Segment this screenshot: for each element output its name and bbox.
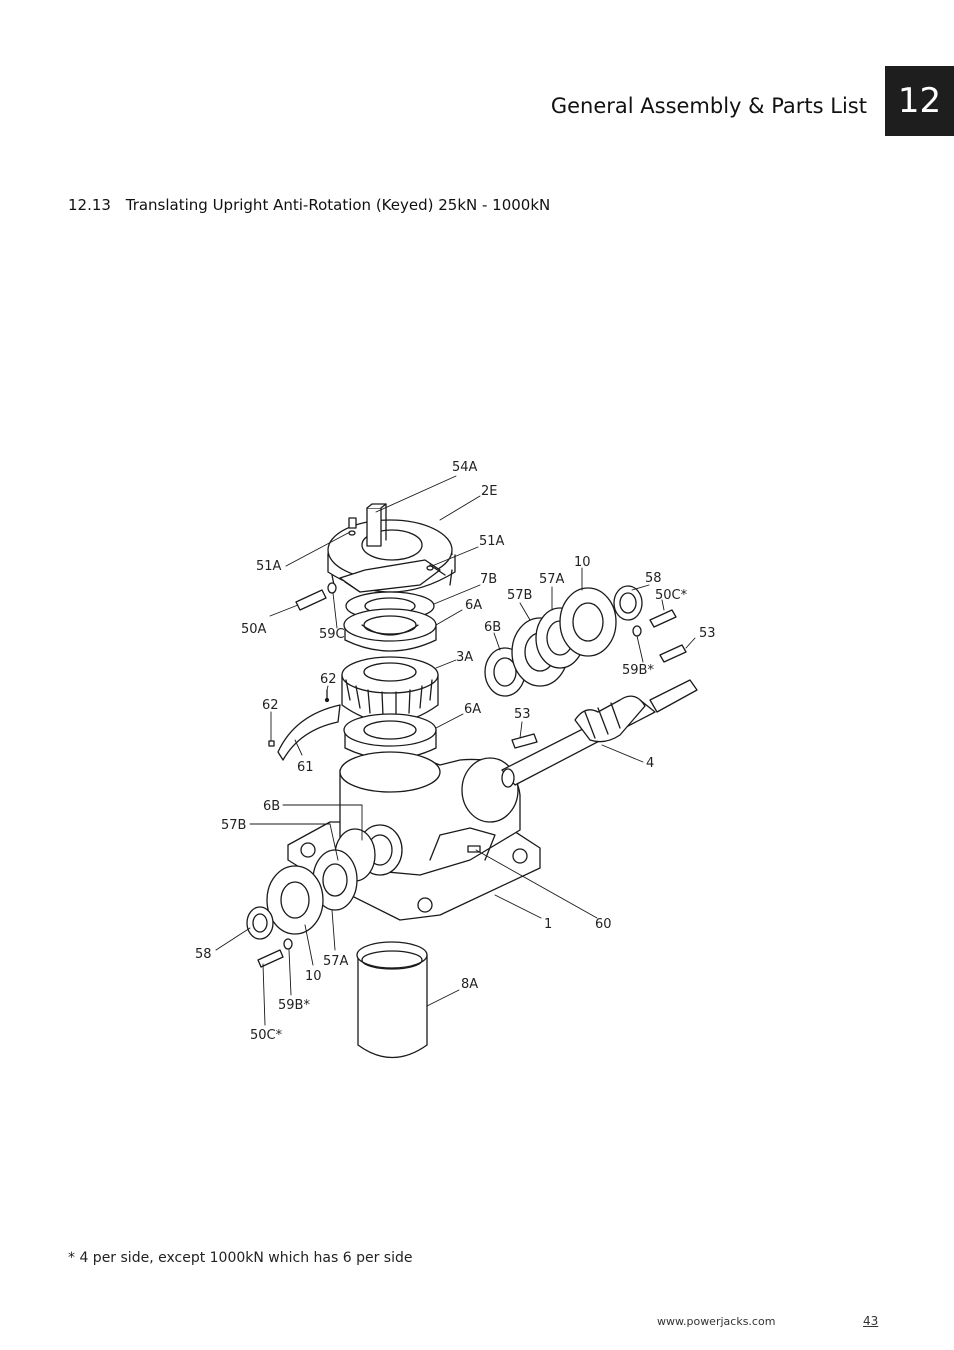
callout-53-mid: 53 [514, 707, 531, 722]
callout-6B-top: 6B [484, 620, 501, 635]
section-title: Translating Upright Anti-Rotation (Keyed… [125, 196, 551, 214]
callout-57B-left: 57B [221, 818, 246, 833]
callout-50A: 50A [241, 622, 267, 637]
section-heading: 12.13 Translating Upright Anti-Rotation … [68, 196, 550, 214]
key-53-mid [511, 733, 538, 749]
washer-59B-left [283, 938, 293, 950]
top-cover-part [327, 519, 456, 593]
callout-53-right: 53 [699, 626, 716, 641]
end-cover-10-left [266, 865, 324, 935]
callout-59B-top: 59B* [622, 663, 654, 678]
bearing-6A-lower [343, 713, 437, 760]
cap-screw-50C-right [649, 609, 677, 628]
callout-57A-bottom: 57A [323, 954, 349, 969]
key-54A-part [366, 503, 387, 547]
callout-60: 60 [595, 917, 612, 932]
footnote: * 4 per side, except 1000kN which has 6 … [68, 1250, 413, 1266]
callout-6A-mid: 6A [464, 702, 481, 717]
callout-1: 1 [544, 917, 552, 932]
callout-57B-top: 57B [507, 588, 532, 603]
callout-62-left: 62 [262, 698, 279, 713]
end-cover-10-right [559, 587, 617, 657]
callout-58-top: 58 [645, 571, 662, 586]
callout-51A-right: 51A [479, 534, 505, 549]
callout-10-bottom: 10 [305, 969, 322, 984]
chapter-tab: 12 [885, 66, 954, 136]
worm-gear-3A [341, 656, 439, 724]
bearing-6A-upper [343, 608, 437, 652]
shim-57A-left [312, 849, 358, 911]
section-number: 12.13 [68, 196, 111, 214]
oil-seal-58-right [613, 585, 643, 621]
pin-62-top [324, 689, 330, 703]
callout-51A-left: 51A [256, 559, 282, 574]
callout-54A: 54A [452, 460, 478, 475]
callout-59B-bottom: 59B* [278, 998, 310, 1013]
washer-59C [327, 582, 337, 594]
grub-screw-51A-right [426, 565, 434, 571]
callout-59C: 59C [319, 627, 345, 642]
callout-2E: 2E [481, 484, 498, 499]
washer-59B-right [632, 625, 642, 637]
callout-58-left: 58 [195, 947, 212, 962]
callout-50C-top: 50C* [655, 588, 688, 603]
footer-url: www.powerjacks.com [657, 1315, 776, 1328]
callout-7B: 7B [480, 572, 497, 587]
cover-tube-8A [356, 941, 428, 1058]
anti-rotation-strip-61 [277, 704, 341, 761]
pin-62-left [268, 740, 275, 747]
worm-shaft-part-4 [501, 679, 698, 788]
oil-seal-58-left [246, 906, 274, 940]
callout-50C-bottom: 50C* [250, 1028, 283, 1043]
cap-screw-50A [295, 589, 327, 611]
key-53-right [659, 644, 687, 663]
callout-6B-left: 6B [263, 799, 280, 814]
leader-lines [215, 475, 696, 1026]
grease-nipple-60 [467, 845, 481, 853]
callout-3A: 3A [456, 650, 473, 665]
callout-labels: 54A 2E 51A 51A 7B 6A 50A 59C 3A 62 62 6A… [195, 460, 716, 1043]
callout-4: 4 [646, 756, 654, 771]
callout-8A: 8A [461, 977, 478, 992]
callout-6A-top: 6A [465, 598, 482, 613]
callout-62-top: 62 [320, 672, 337, 687]
page-header-title: General Assembly & Parts List [550, 94, 867, 118]
cap-screw-50C-left [257, 949, 284, 968]
callout-57A-top: 57A [539, 572, 565, 587]
page-number: 43 [863, 1314, 879, 1328]
callout-61: 61 [297, 760, 314, 775]
callout-10-top: 10 [574, 555, 591, 570]
